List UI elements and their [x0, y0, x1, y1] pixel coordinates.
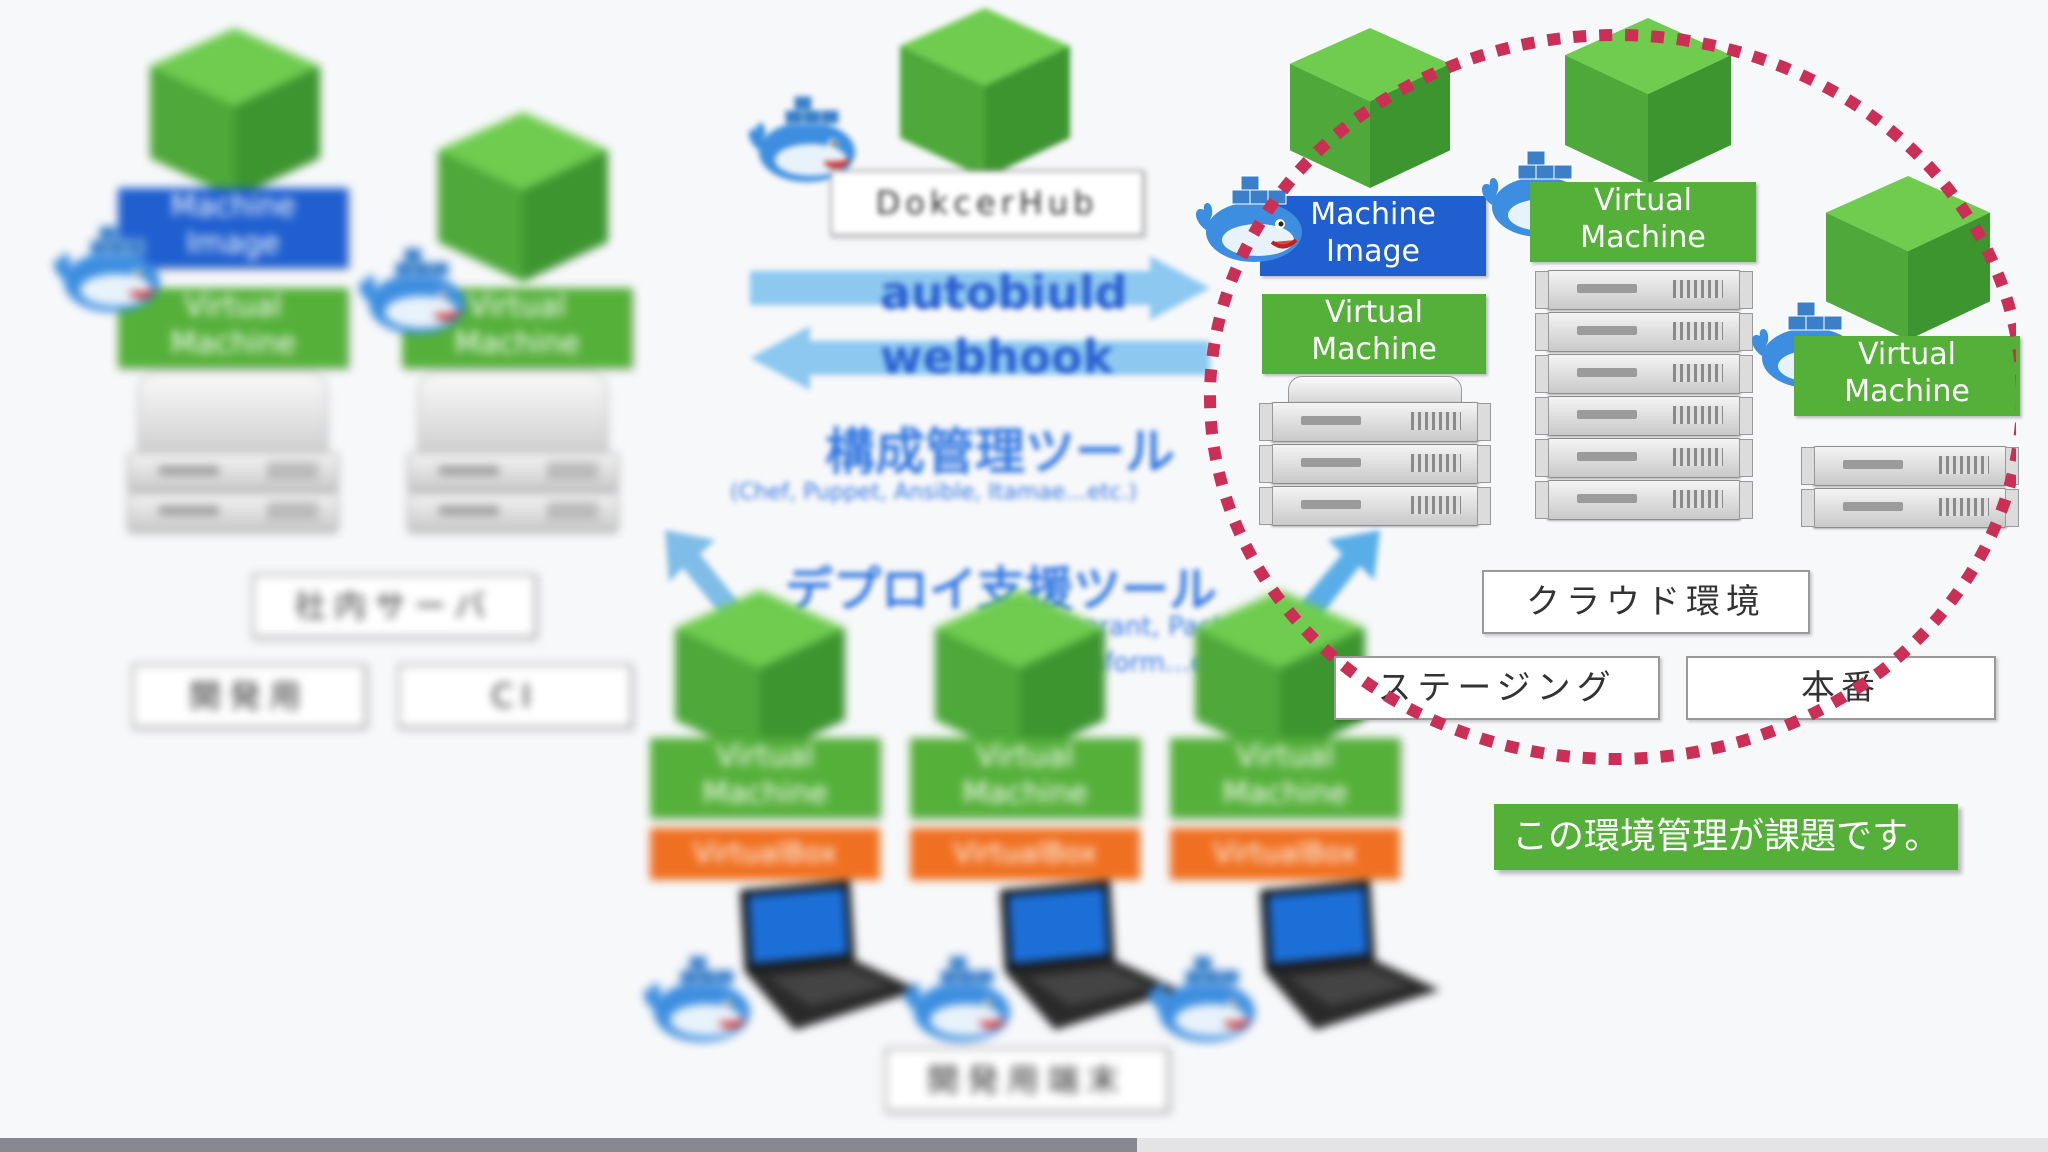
terminal-cube-2 — [935, 590, 1105, 760]
whale-icon — [50, 210, 170, 320]
up-left-arrow — [665, 530, 745, 620]
up-right-arrow — [1298, 530, 1380, 620]
whale-icon — [640, 940, 760, 1050]
left-section: Machine Image Virtual Machine Virtual Ma… — [0, 0, 680, 760]
terminal-cube-1 — [675, 590, 845, 760]
terminal-vm-1: Virtual Machine — [650, 738, 880, 818]
ci-label: CI — [398, 664, 632, 728]
virtualbox-3: VirtualBox — [1170, 828, 1400, 880]
highlight-circle — [1204, 29, 2016, 765]
progress-fill — [0, 1138, 1137, 1152]
terminal-vm-3: Virtual Machine — [1170, 738, 1400, 818]
center-top: DokcerHub autobiuld webhook 構成管理ツール (Che… — [730, 0, 1290, 540]
dev-terminal-label: 開発用端末 — [885, 1048, 1169, 1112]
webhook-label: webhook — [880, 330, 1114, 384]
middle-server-rack — [1535, 266, 1753, 528]
virtualbox-1: VirtualBox — [650, 828, 880, 880]
cloud-vm-prod: Virtual Machine — [1794, 336, 2020, 416]
issue-caption: この環境管理が課題です。 — [1494, 804, 1959, 870]
dockerhub-label: DokcerHub — [830, 170, 1144, 236]
left-vm-box-1: Virtual Machine — [118, 288, 348, 368]
left-cube-1 — [150, 28, 320, 198]
whale-icon — [900, 940, 1020, 1050]
left-server-1 — [128, 372, 338, 532]
staging-server — [1259, 376, 1491, 526]
cloud-vm-staging: Virtual Machine — [1262, 294, 1486, 374]
webhook-arrow — [750, 326, 1210, 390]
virtualbox-2: VirtualBox — [910, 828, 1140, 880]
autobuild-arrow — [750, 256, 1210, 320]
dev-label: 開発用 — [132, 664, 366, 728]
cloud-vm-middle: Virtual Machine — [1530, 182, 1756, 262]
cloud-env-label: クラウド環境 — [1482, 570, 1810, 634]
left-server-2 — [408, 372, 618, 532]
config-tool-title: 構成管理ツール — [825, 423, 1175, 481]
left-machine-image-box: Machine Image — [118, 188, 348, 268]
prod-server — [1801, 420, 2019, 530]
config-tool-sub: (Chef, Puppet, Ansible, Itamae…etc.) — [730, 480, 1138, 505]
staging-label: ステージング — [1334, 656, 1660, 720]
in-house-server-label: 社内サーバ — [252, 574, 536, 638]
autobuild-label: autobiuld — [880, 266, 1128, 320]
whale-icon — [1145, 940, 1265, 1050]
whale-icon — [355, 232, 475, 342]
terminal-vm-2: Virtual Machine — [910, 738, 1140, 818]
hub-cube — [900, 8, 1070, 178]
dev-terminals: Virtual Machine Virtual Machine Virtual … — [640, 580, 1420, 1120]
